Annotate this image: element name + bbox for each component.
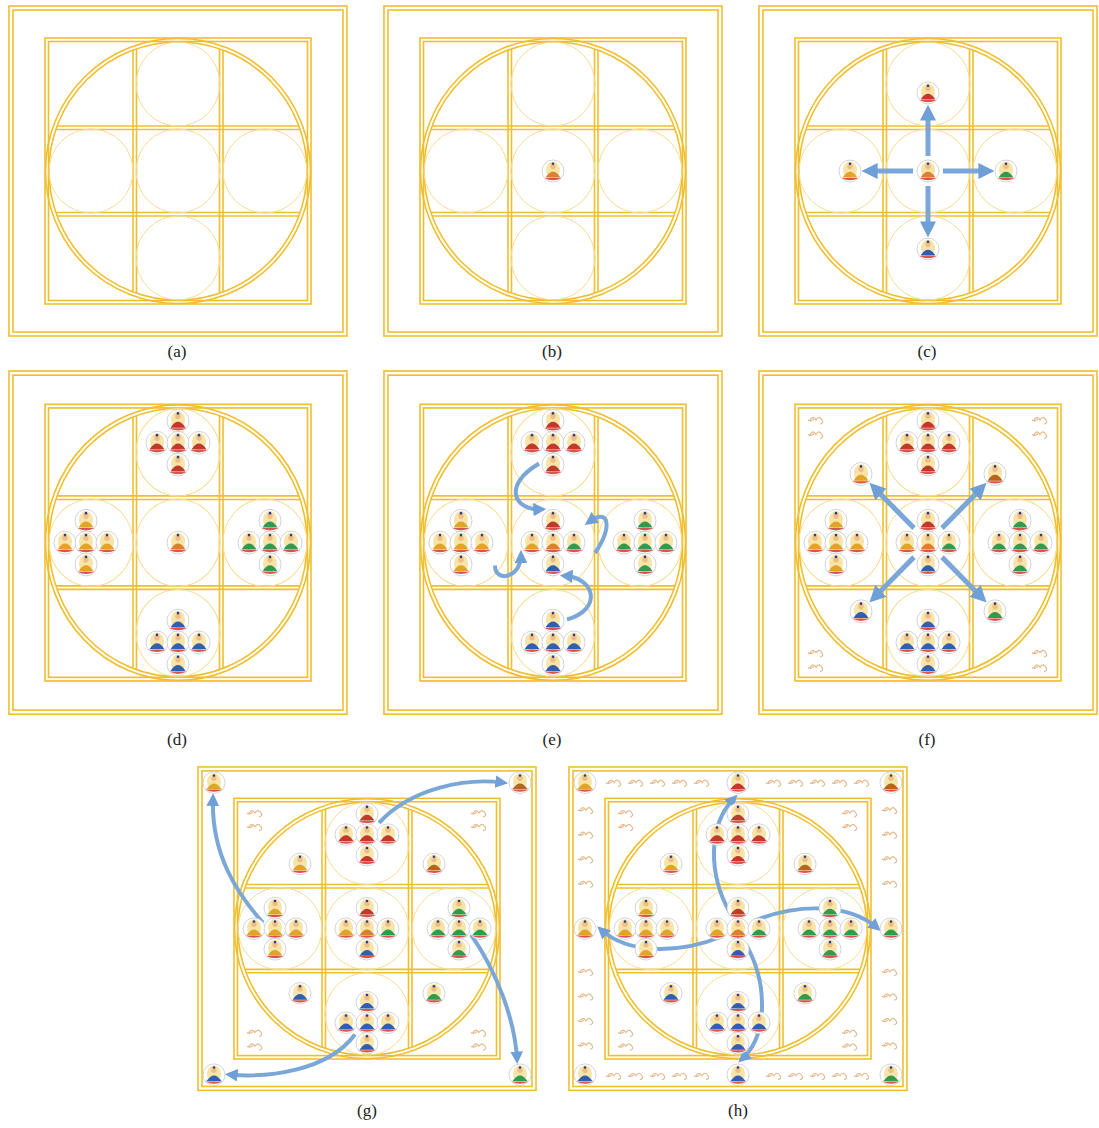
panel-label: (d) <box>165 730 189 750</box>
panel-c <box>759 6 1097 336</box>
flow-arrow <box>601 798 877 1059</box>
panel-d <box>9 371 347 714</box>
panel-e <box>384 371 722 714</box>
panel-label: (e) <box>541 730 564 750</box>
panel-label: (c) <box>916 342 939 362</box>
panel-label: (b) <box>540 342 564 362</box>
panel-label: (h) <box>726 1101 750 1121</box>
panel-label: (f) <box>917 730 938 750</box>
flow-arrow <box>868 111 988 231</box>
panel-h <box>569 767 907 1090</box>
panel-label: (a) <box>166 342 189 362</box>
panel-f <box>759 371 1097 714</box>
panel-a <box>9 6 347 336</box>
panel-b <box>384 6 722 336</box>
panel-g <box>198 767 536 1090</box>
panel-label: (g) <box>355 1101 379 1121</box>
flow-arrow <box>213 781 517 1075</box>
flow-arrow <box>874 488 982 598</box>
flow-arrow <box>495 464 606 620</box>
